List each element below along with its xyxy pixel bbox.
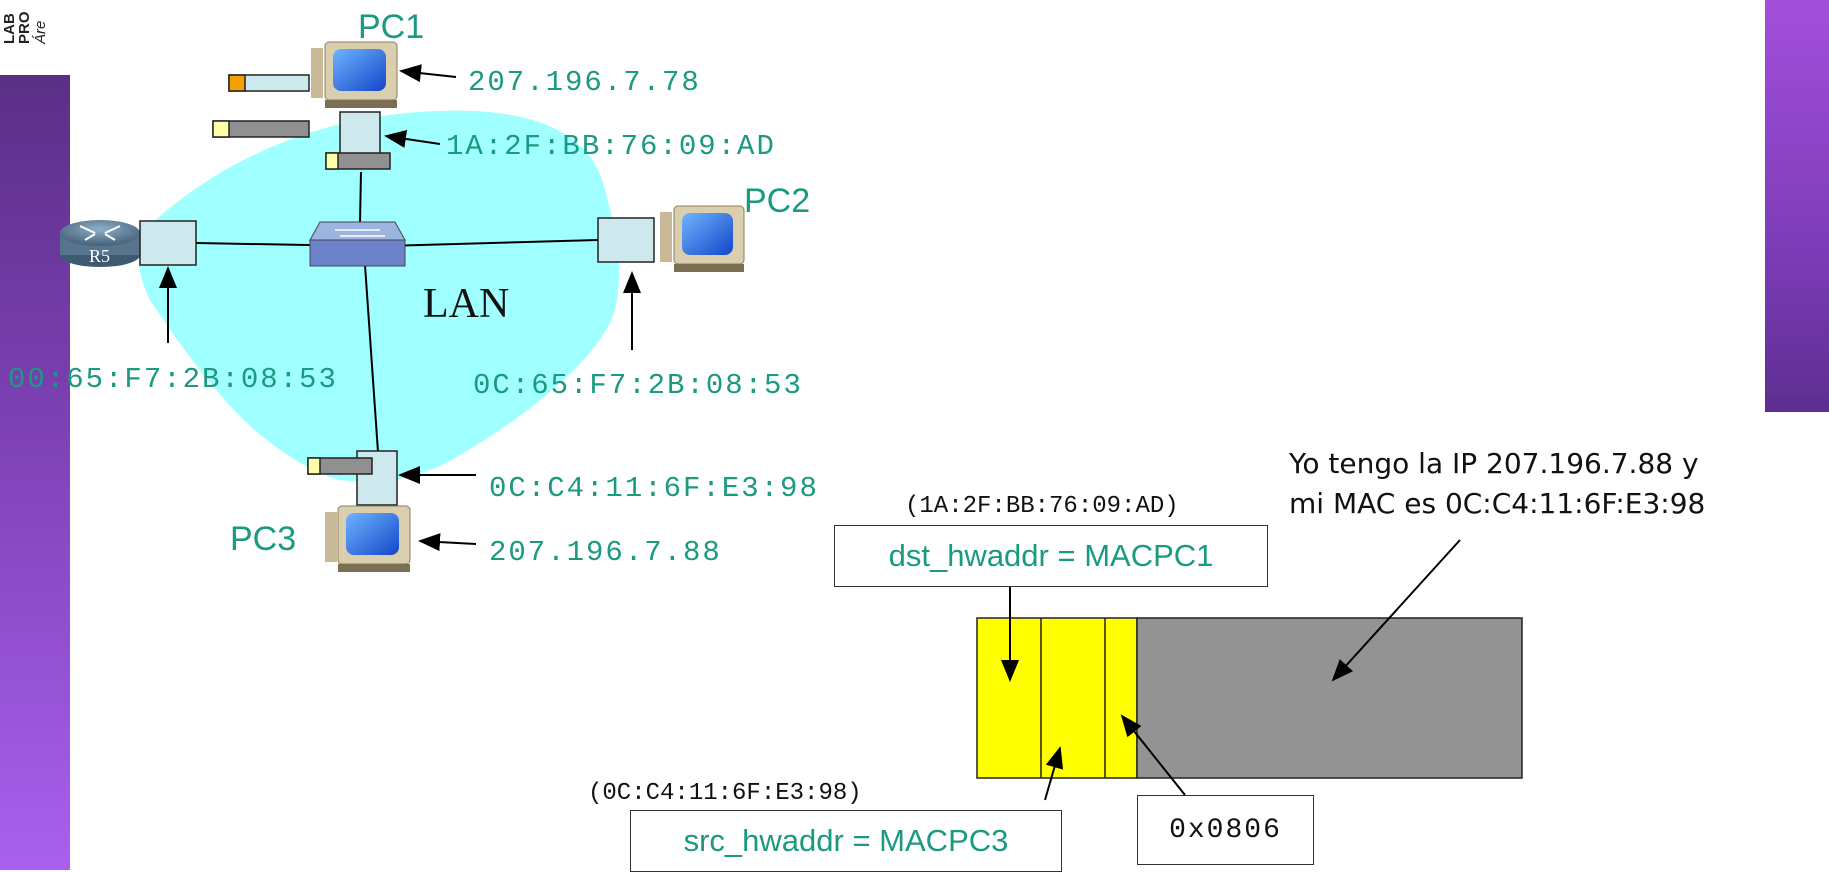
pc3-ip: 207.196.7.88 — [489, 536, 722, 569]
pc3-label: PC3 — [230, 520, 297, 558]
pc2-label: PC2 — [744, 182, 811, 220]
note-line-2: mi MAC es 0C:C4:11:6F:E3:98 — [1289, 487, 1706, 520]
router-mac: 00:65:F7:2B:08:53 — [8, 363, 338, 396]
dst-hint: (1A:2F:BB:76:09:AD) — [905, 493, 1179, 520]
pc2-computer-icon — [660, 205, 745, 272]
src-field-label: src_hwaddr = MACPC3 — [683, 823, 1009, 858]
frame-arrows — [1001, 539, 1461, 801]
left-purple-bar — [0, 75, 70, 870]
pc1-mac: 1A:2F:BB:76:09:AD — [446, 130, 776, 163]
src-field-box: src_hwaddr = MACPC3 — [630, 810, 1062, 872]
lan-label: LAN — [423, 281, 510, 327]
src-hint: (0C:C4:11:6F:E3:98) — [588, 780, 862, 807]
pc3-mac: 0C:C4:11:6F:E3:98 — [489, 472, 819, 505]
arp-reply-note: Yo tengo la IP 207.196.7.88 y mi MAC es … — [1289, 444, 1705, 524]
router-label: R5 — [89, 246, 111, 266]
router-r5-icon — [60, 220, 140, 267]
switch-icon — [309, 221, 406, 267]
lan-cloud — [138, 110, 620, 482]
dst-field-label: dst_hwaddr = MACPC1 — [888, 538, 1214, 573]
type-field-label: 0x0806 — [1169, 814, 1282, 846]
type-field-box: 0x0806 — [1137, 795, 1314, 865]
pc1-label: PC1 — [358, 8, 425, 46]
dst-field-box: dst_hwaddr = MACPC1 — [834, 525, 1268, 587]
pc1-ip: 207.196.7.78 — [468, 66, 701, 99]
pc3-computer-icon — [325, 505, 411, 572]
interface-boxes — [139, 111, 655, 506]
cache-bars — [212, 74, 391, 475]
note-line-1: Yo tengo la IP 207.196.7.88 y — [1289, 447, 1699, 480]
address-arrows — [159, 64, 641, 552]
ethernet-frame — [976, 617, 1523, 779]
pc1-computer-icon — [311, 41, 398, 108]
pc2-mac: 0C:65:F7:2B:08:53 — [473, 369, 803, 402]
right-purple-bar — [1765, 0, 1829, 412]
